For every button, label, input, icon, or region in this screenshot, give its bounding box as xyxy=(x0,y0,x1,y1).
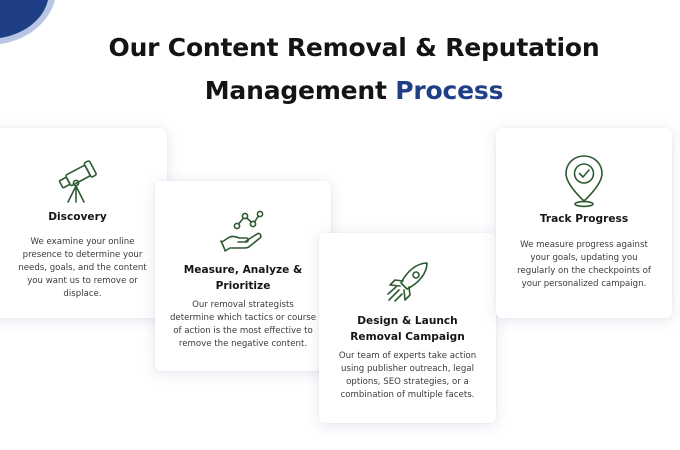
title-line-2: Management xyxy=(204,76,396,105)
card-title: Track Progress xyxy=(539,213,629,225)
card-description: We examine your online presence to deter… xyxy=(18,237,147,299)
card-title: Measure, Analyze & Prioritize xyxy=(155,262,331,294)
rocket-icon xyxy=(386,262,428,302)
process-card-discovery: Discovery We examine your online presenc… xyxy=(0,128,167,318)
card-description: Our removal strategists determine which … xyxy=(169,300,317,349)
card-title: Design & Launch Removal Campaign xyxy=(319,313,496,345)
card-title-line-1: Design & Launch xyxy=(357,315,458,327)
location-check-icon xyxy=(565,155,603,208)
card-title-line-1: Measure, Analyze & xyxy=(183,264,303,276)
process-card-design-launch: Design & Launch Removal Campaign Our tea… xyxy=(319,233,496,423)
process-card-measure: Measure, Analyze & Prioritize Our remova… xyxy=(155,181,331,371)
title-accent: Process xyxy=(395,76,504,105)
telescope-icon xyxy=(58,160,97,203)
card-title-line-2: Prioritize xyxy=(215,280,271,292)
card-description: Our team of experts take action using pu… xyxy=(338,351,477,400)
card-title: Discovery xyxy=(48,211,107,223)
process-card-track-progress: Track Progress We measure progress again… xyxy=(496,128,672,318)
page-title: Our Content Removal & Reputation Managem… xyxy=(0,26,680,112)
card-description: We measure progress against your goals, … xyxy=(517,240,651,289)
title-line-1: Our Content Removal & Reputation xyxy=(108,33,600,62)
card-title-line-2: Removal Campaign xyxy=(350,331,465,343)
hand-molecule-icon xyxy=(220,210,264,252)
corner-decoration xyxy=(0,0,55,44)
